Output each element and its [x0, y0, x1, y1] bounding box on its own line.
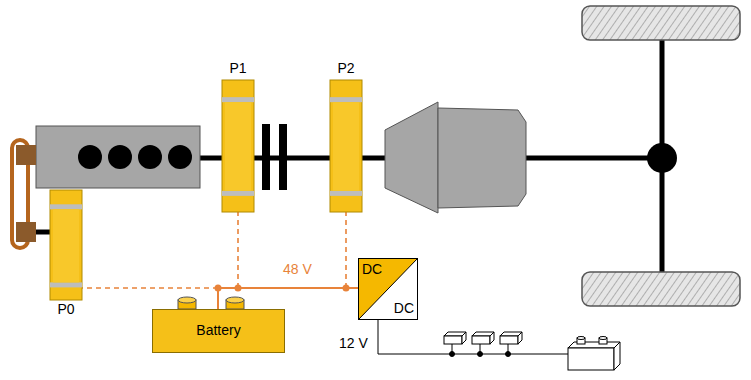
pulley [16, 145, 36, 165]
relay-loads [444, 332, 522, 357]
converter-label: DC [362, 262, 382, 277]
battery-terminal [226, 297, 244, 303]
bus-connector [218, 212, 346, 309]
voltage-label: 12 V [338, 336, 369, 351]
bus-connector [218, 288, 358, 309]
battery-terminal [178, 297, 196, 303]
clutch-plate [262, 124, 270, 190]
cylinder [78, 145, 102, 169]
cylinder [138, 145, 162, 169]
low-voltage-wire [378, 320, 574, 354]
battery-label: Battery [196, 323, 240, 338]
converter-label: DC [394, 301, 414, 316]
pulley [16, 222, 36, 242]
electric-motor: P2 [330, 80, 362, 212]
motor-label: P0 [57, 302, 74, 317]
motor-label: P1 [229, 61, 246, 76]
cylinder [168, 145, 192, 169]
wheel [582, 6, 740, 40]
clutch-plate [279, 124, 287, 190]
gearbox-bell [385, 102, 438, 213]
bus-connector [82, 288, 218, 309]
wheel [582, 272, 740, 306]
battery-box: Battery [152, 309, 285, 353]
dc-dc-converter: DC DC [358, 258, 418, 320]
gearbox [438, 108, 526, 208]
electric-motor: P1 [222, 80, 254, 212]
voltage-label: 48 V [282, 262, 313, 277]
motor-label: P2 [337, 61, 354, 76]
bus-connector [218, 212, 238, 309]
electric-motor: P0 [50, 190, 82, 300]
differential [647, 143, 677, 173]
cylinder [108, 145, 132, 169]
engine-block [36, 126, 200, 188]
load-module [568, 337, 620, 371]
